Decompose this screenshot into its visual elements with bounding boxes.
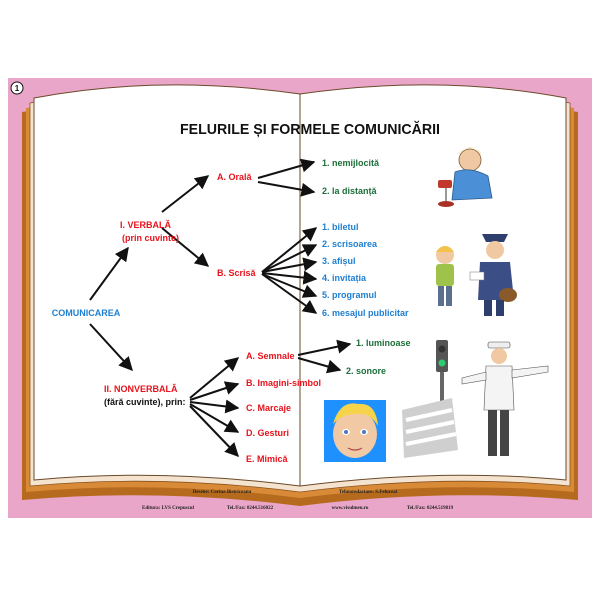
scris-item-1: 1. biletul (322, 222, 359, 232)
phone-call-illustration (438, 147, 493, 207)
nonverbal-item-4: D. Gesturi (246, 428, 289, 438)
nonverbal-label: II. NONVERBALĂ (104, 384, 178, 394)
footer-desen: Desene: Corina Bistriceanu (193, 490, 252, 495)
semnale-item-2: 2. sonore (346, 366, 386, 376)
nonverbal-item-1: A. Semnale (246, 351, 295, 361)
arrows (89, 158, 352, 458)
footer-tel1: Tel./Fax: 0244.516022 (227, 506, 274, 511)
child-face-illustration (324, 400, 386, 462)
verbal-sub: (prin cuvinte) (122, 233, 179, 243)
scris-item-4: 4. invitația (322, 273, 367, 283)
open-book (22, 84, 578, 506)
page-number-badge (10, 81, 24, 95)
page-number: 1 (15, 84, 20, 93)
nonverbal-sub: (fără cuvinte), prin: (104, 397, 186, 407)
scris-item-2: 2. scrisoarea (322, 239, 378, 249)
root-label: COMUNICAREA (52, 308, 121, 318)
nonverbal-item-3: C. Marcaje (246, 403, 291, 413)
oral-item-2: 2. la distanță (322, 186, 378, 196)
footer-tehno: Tehnoredactare: S.Feluceai (339, 490, 398, 495)
scris-item-3: 3. afișul (322, 256, 356, 266)
footer-web: www.visulmeu.ro (332, 506, 369, 511)
verbal-label: I. VERBALĂ (120, 220, 172, 230)
footer-tel2: Tel./Fax: 0244.519819 (407, 506, 454, 511)
scris-item-6: 6. mesajul publicitar (322, 308, 409, 318)
traffic-illustration (402, 340, 549, 458)
footer: Desene: Corina Bistriceanu Tehnoredactar… (142, 490, 454, 511)
oral-label: A. Orală (217, 172, 253, 182)
oral-item-1: 1. nemijlocită (322, 158, 380, 168)
nonverbal-item-5: E. Mimică (246, 454, 289, 464)
semnale-item-1: 1. luminoase (356, 338, 411, 348)
nonverbal-item-2: B. Imagini-simbol (246, 378, 321, 388)
page-title: FELURILE ȘI FORMELE COMUNICĂRII (180, 121, 440, 138)
scris-item-5: 5. programul (322, 290, 377, 300)
scris-label: B. Scrisă (217, 268, 257, 278)
postman-illustration (436, 234, 517, 316)
footer-editura: Editura: LVS Crepuscul (142, 506, 195, 511)
